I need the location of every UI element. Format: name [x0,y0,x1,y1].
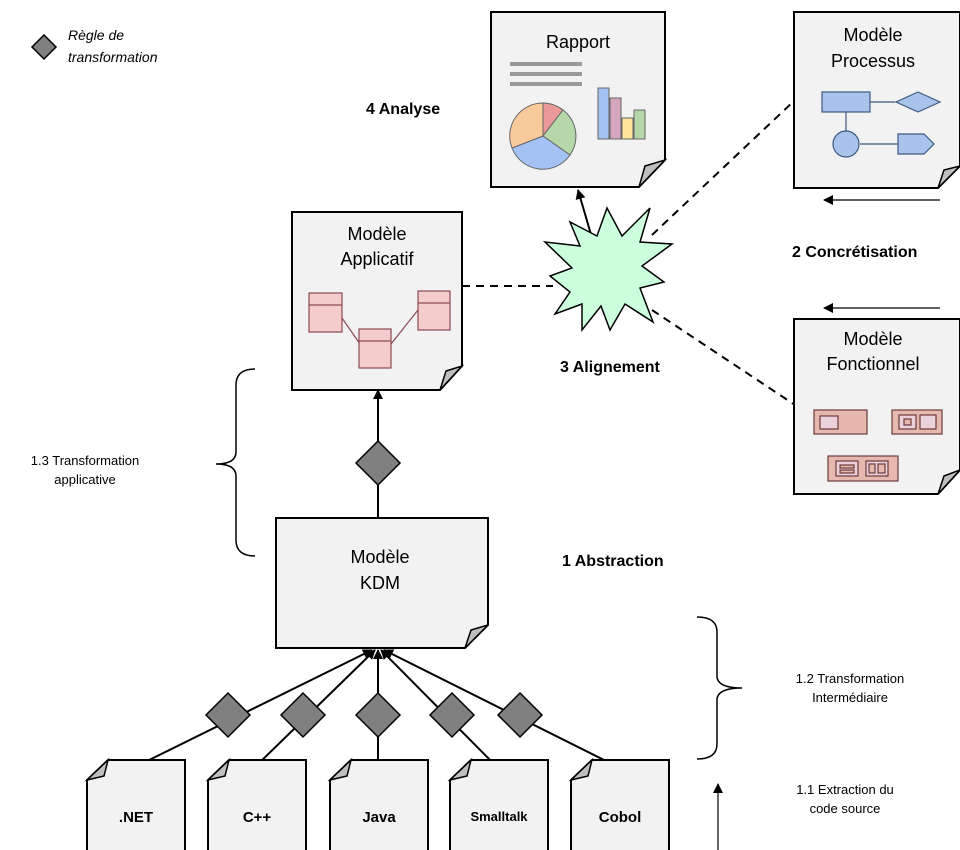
rapport-document: Rapport [490,11,668,188]
text-lines-icon [510,62,582,86]
source-doc-smalltalk: Smalltalk [447,757,549,850]
rule-diamond-smalltalk [428,691,476,739]
legend-label-line2: transformation [68,49,158,65]
applicatif-title-line1: Modèle [347,224,406,244]
source-doc-net: .NET [84,757,186,850]
arrow-net-to-kdm [134,649,373,768]
stage-concretisation: 2 Concrétisation [792,244,917,261]
processus-document: Modèle Processus [793,11,960,189]
brace-applicative [215,368,256,557]
dash-alignement-fonctionnel [651,309,796,406]
stage-alignement: 3 Alignement [560,359,661,376]
stage-analyse: 4 Analyse [366,101,440,118]
fonctionnel-document: Modèle Fonctionnel [793,318,960,495]
component-diagram-icon [813,409,943,482]
legend: Règle de transformation [30,27,158,65]
source-doc-cobol: Cobol [568,757,670,850]
note-applicative-line2: applicative [54,472,115,487]
source-documents: .NET C++ Java Smalltalk Cobol [84,757,670,850]
kdm-title-line1: Modèle [350,547,409,567]
note-intermediaire-line1: 1.2 Transformation [796,671,904,686]
source-label-cpp: C++ [243,809,272,826]
processus-title-line2: Processus [831,51,915,71]
source-label-cobol: Cobol [599,809,642,826]
note-extraction-line1: 1.1 Extraction du [796,782,894,797]
arrow-cobol-to-kdm [383,649,619,768]
bar-chart-icon [597,87,646,140]
applicatif-document: Modèle Applicatif [291,211,465,391]
rule-diamonds [204,439,544,739]
brace-intermediaire [696,616,743,760]
rule-diamond-java [354,691,402,739]
alignment-burst [542,206,675,333]
rule-diamond-applicative [354,439,402,487]
note-extraction-line2: code source [810,801,881,816]
rapport-title: Rapport [546,32,610,52]
pie-chart-icon [509,102,577,170]
applicatif-title-line2: Applicatif [340,249,414,269]
source-doc-cpp: C++ [205,757,307,850]
kdm-document: Modèle KDM [275,517,489,649]
class-diagram-icon [308,290,451,369]
fonctionnel-title-line2: Fonctionnel [826,354,919,374]
source-label-smalltalk: Smalltalk [470,809,528,824]
process-flow-icon [821,91,942,158]
source-label-java: Java [362,809,396,826]
dash-alignement-processus [651,99,796,236]
source-doc-java: Java [327,757,429,850]
note-applicative-line1: 1.3 Transformation [31,453,139,468]
processus-title-line1: Modèle [843,25,902,45]
fonctionnel-title-line1: Modèle [843,329,902,349]
rule-diamond-net [204,691,252,739]
rule-diamond-cpp [279,691,327,739]
rule-diamond-icon [30,33,58,61]
note-intermediaire-line2: Intermédiaire [812,690,888,705]
legend-label-line1: Règle de [68,27,124,43]
rule-diamond-cobol [496,691,544,739]
kdm-title-line2: KDM [360,573,400,593]
stage-abstraction: 1 Abstraction [562,553,664,570]
source-label-net: .NET [119,809,153,826]
